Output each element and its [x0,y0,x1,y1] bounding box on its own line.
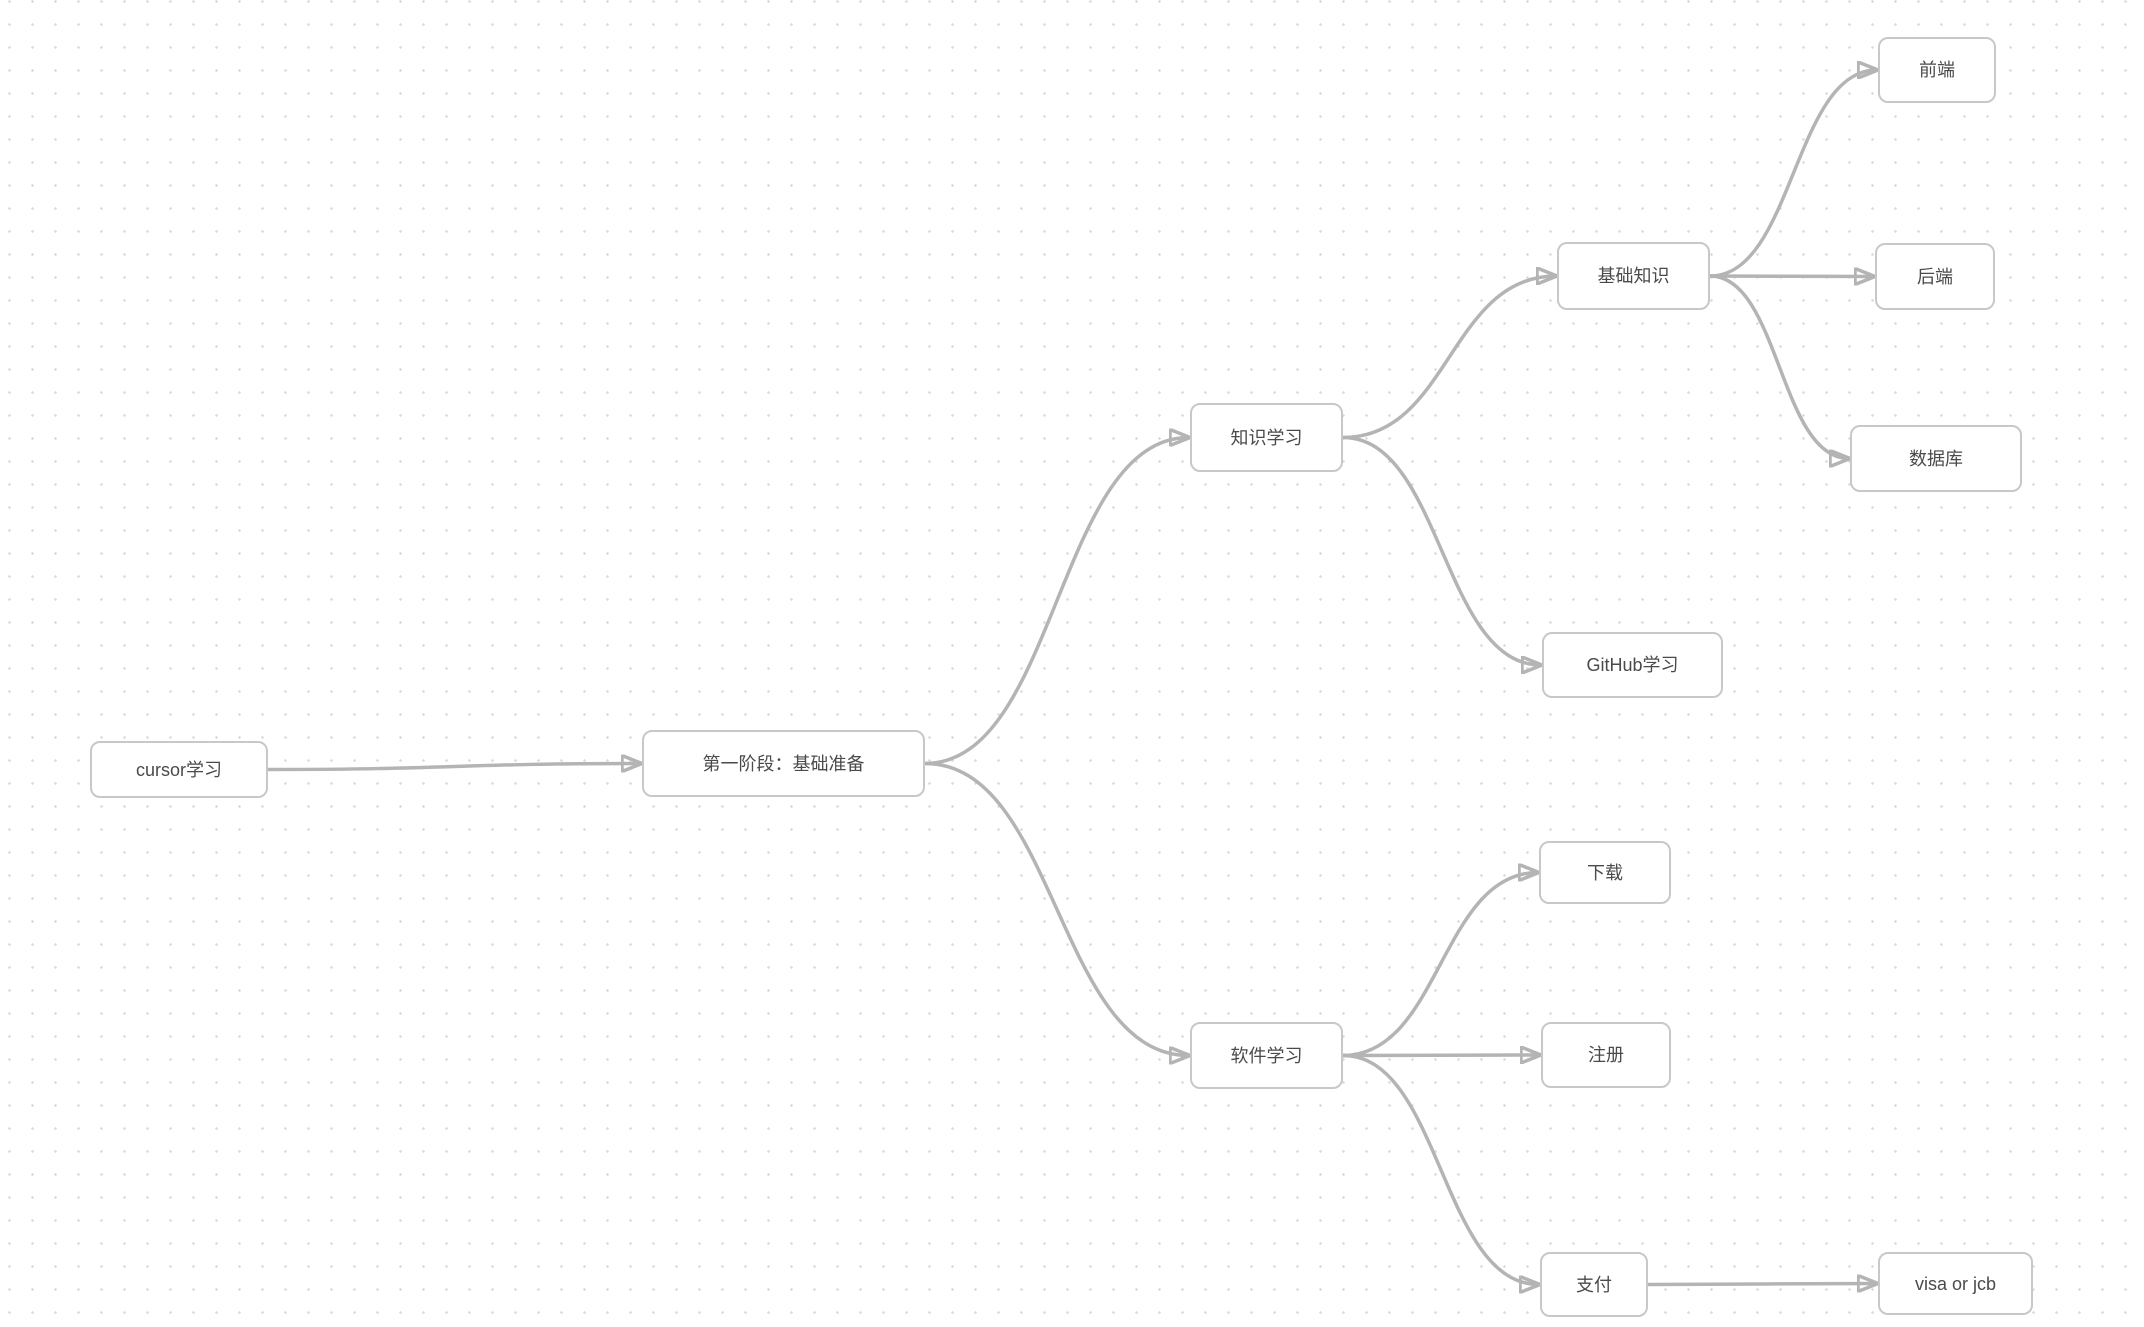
node-register[interactable]: 注册 [1541,1022,1671,1088]
edge-software-learning-payment[interactable] [1342,1053,1539,1285]
node-label: GitHub学习 [1586,655,1679,675]
edge-software-learning-download[interactable] [1342,873,1538,1058]
edge-basic-knowledge-frontend[interactable] [1709,70,1877,278]
node-label: 软件学习 [1230,1045,1303,1066]
node-label: 注册 [1588,1045,1624,1065]
node-payment[interactable]: 支付 [1540,1252,1648,1317]
node-label: 基础知识 [1597,266,1670,286]
edge-payment-visa-or-jcb[interactable] [1647,1284,1877,1285]
node-label: 下载 [1587,862,1623,883]
node-label: 支付 [1576,1274,1612,1295]
node-backend[interactable]: 后端 [1875,243,1995,310]
node-stage1[interactable]: 第一阶段：基础准备 [642,730,925,797]
node-label: 后端 [1917,266,1953,287]
edge-knowledge-learning-basic-knowledge[interactable] [1342,276,1556,440]
node-basic-knowledge[interactable]: 基础知识 [1557,242,1710,310]
node-label: cursor学习 [135,759,222,780]
edge-cursor-learning-stage1[interactable] [267,764,641,770]
node-label: 数据库 [1909,448,1963,469]
edge-stage1-knowledge-learning[interactable] [924,438,1189,766]
node-database[interactable]: 数据库 [1850,425,2022,492]
edge-stage1-software-learning[interactable] [924,761,1189,1056]
node-visa-or-jcb[interactable]: visa or jcb [1878,1252,2033,1315]
node-label: visa or jcb [1914,1273,1997,1294]
edge-basic-knowledge-backend[interactable] [1709,276,1874,277]
node-label: 前端 [1919,60,1955,80]
node-label: 第一阶段：基础准备 [702,753,865,774]
node-frontend[interactable]: 前端 [1878,37,1996,103]
node-software-learning[interactable]: 软件学习 [1190,1022,1343,1089]
node-cursor-learning[interactable]: cursor学习 [90,741,268,798]
node-download[interactable]: 下载 [1539,841,1671,904]
node-label: 知识学习 [1230,427,1303,448]
node-github-learning[interactable]: GitHub学习 [1542,632,1723,698]
node-knowledge-learning[interactable]: 知识学习 [1190,403,1343,472]
edge-basic-knowledge-database[interactable] [1709,274,1849,459]
edge-software-learning-register[interactable] [1342,1055,1540,1056]
edge-knowledge-learning-github-learning[interactable] [1342,435,1541,666]
